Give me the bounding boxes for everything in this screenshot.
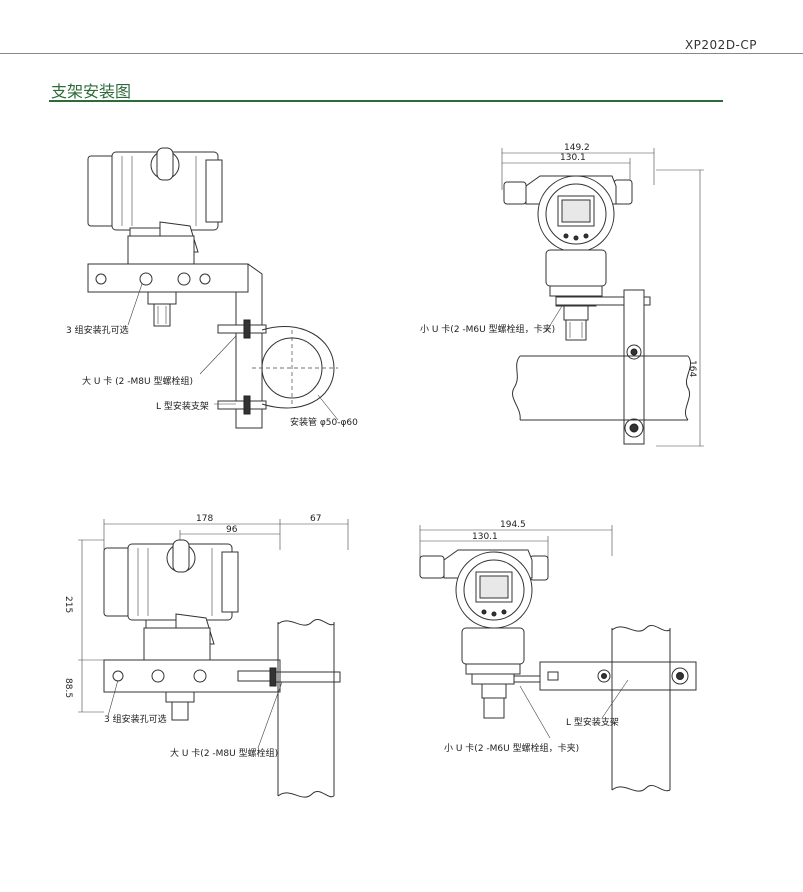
view3-dim-67: 67 [310,514,321,524]
view1-big-u-label: 大 U 卡 (2 -M8U 型螺栓组) [82,375,193,387]
view1-bracket-plate [87,263,249,293]
view3-pipe [277,622,335,796]
view4-cable-gland-left [419,555,445,579]
view3-dim-178: 178 [196,514,213,524]
section-title: 支架安装图 [51,82,132,101]
model-code: XP202D-CP [684,38,757,52]
view3-dim-96: 96 [226,525,238,535]
view4-l-bracket-label: L 型安装支架 [566,716,619,728]
view1-l-bracket-leg [235,263,263,429]
view4-front-vertical-pipe: 194.5 130.1 L 型安装支架 [419,520,697,792]
view1-u-bolt [261,325,335,409]
view3-sensor-body [143,627,211,661]
view1-housing-cap-left [87,155,115,227]
view2-cable-gland-left [503,181,527,205]
section-underline [49,100,723,102]
view3-housing-cap-left [103,547,131,617]
view2-bracket-vertical [623,289,645,445]
view1-pipe-label: 安装管 φ50-φ60 [290,416,358,428]
view2-dim-width-total: 149.2 [564,143,590,153]
view2-dim-height: 164 [687,360,697,377]
view4-pipe [611,628,671,790]
view3-u-bolt [272,671,341,683]
view1-housing-cap-right [205,159,223,223]
view2-sensor-body [545,249,607,287]
view1-side-vertical-pipe: 3 组安装孔可选 大 U 卡 (2 -M8U 型螺栓组) L 型安装支架 安装管… [66,147,358,429]
view1-holes-label: 3 组安装孔可选 [66,324,129,336]
view4-dim-130: 130.1 [472,532,498,542]
view1-process-connection [153,303,171,327]
view3-housing-cap-right [221,551,239,613]
view4-cable-gland-right [529,555,549,581]
view3-holes-label: 3 组安装孔可选 [104,713,167,725]
view4-sensor-body [461,627,525,665]
view2-bracket-plate [555,296,651,306]
view3-big-u-label: 大 U 卡(2 -M8U 型螺栓组) [170,747,278,759]
view4-small-u-label: 小 U 卡(2 -M6U 型螺栓组，卡夹) [444,742,579,754]
view2-dim-width-body: 130.1 [560,153,586,163]
view3-dim-v2: 88.5 [63,678,73,698]
view2-front-horizontal-pipe: 149.2 130.1 164 [420,143,704,447]
header-divider [0,53,803,54]
view3-process-connection [171,701,189,721]
view2-process-connection [565,319,587,341]
view2-small-u-label: 小 U 卡(2 -M6U 型螺栓组，卡夹) [420,323,555,335]
view2-pipe [520,355,688,421]
view4-process-connection [483,697,505,719]
view1-sensor-body [127,235,195,265]
view1-l-bracket-label: L 型安装支架 [156,400,209,412]
view2-cable-gland-right [613,179,633,205]
view3-side-vertical-pipe: 178 96 67 215 88.5 [63,514,349,798]
view3-dim-v1: 215 [63,596,73,613]
view4-dim-194: 194.5 [500,520,526,530]
